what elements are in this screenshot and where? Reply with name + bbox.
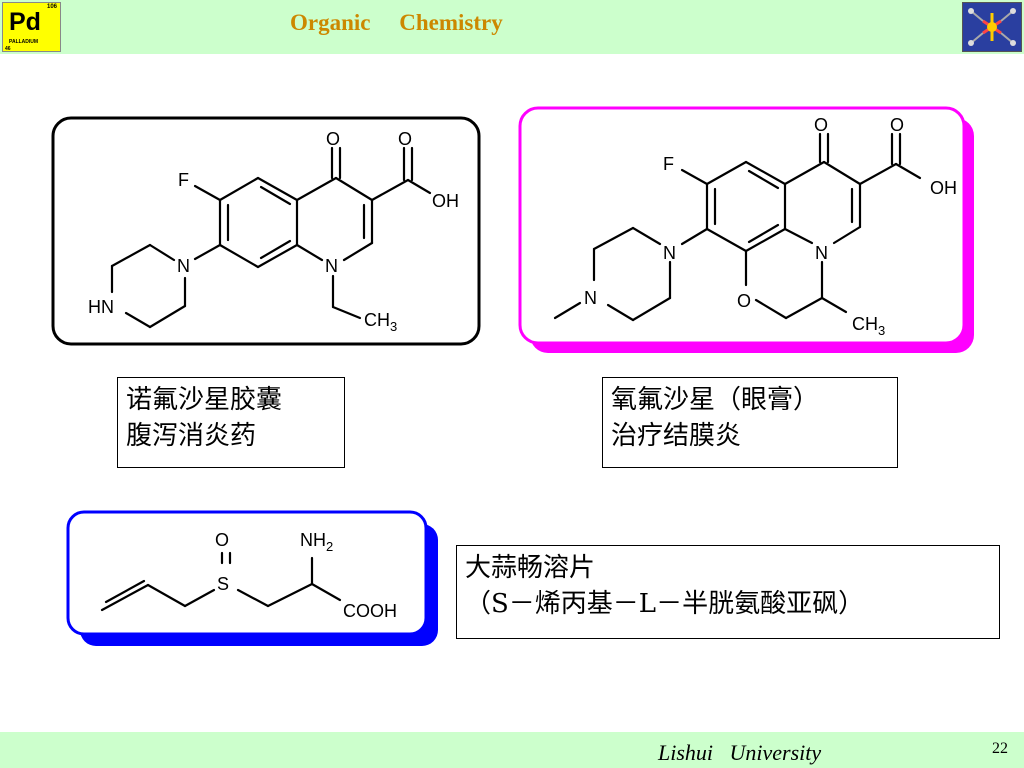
palladium-badge: 106 Pd PALLADIUM 46	[2, 2, 61, 52]
ofloxacin-structure	[553, 132, 922, 322]
norflox-label-o2: O	[398, 129, 412, 149]
norfloxacin-labels: O O OH F N N HN CH3	[88, 129, 459, 334]
footer-bar: Lishui University 22	[0, 732, 1024, 768]
norfloxacin-frame	[51, 116, 481, 346]
norflox-label-n-piperazine: N	[177, 256, 190, 276]
badge-symbol: Pd	[9, 8, 41, 36]
norflox-label-n-ring: N	[325, 256, 338, 276]
page-number: 22	[992, 740, 1008, 757]
alliin-structure	[100, 551, 342, 612]
oflox-label-n-piperazine: N	[663, 243, 676, 263]
norflox-label-oh: OH	[432, 191, 459, 211]
alliin-label-o: O	[215, 530, 229, 550]
alliin-label-cooh: COOH	[343, 601, 397, 621]
alliin-caption-line1: 大蒜畅溶片	[465, 553, 596, 583]
oflox-label-o1: O	[814, 115, 828, 135]
alliin-labels: O S NH2 COOH	[215, 530, 397, 621]
ofloxacin-frame	[518, 106, 966, 345]
norflox-label-o1: O	[326, 129, 340, 149]
oflox-label-o-ring: O	[737, 291, 751, 311]
norfloxacin-structure	[110, 146, 432, 329]
norflox-label-ch3: CH3	[364, 310, 397, 334]
oflox-label-n-ring: N	[815, 243, 828, 263]
alliin-caption: 大蒜畅溶片 （S－烯丙基－L－半胱氨酸亚砜）	[456, 545, 1000, 639]
molecule-canvas: O O OH F N N HN CH3	[51, 106, 974, 646]
norflox-label-f: F	[178, 170, 189, 190]
badge-atomic-number: 106	[46, 4, 57, 10]
norfloxacin-caption-line1: 诺氟沙星胶囊	[126, 385, 283, 415]
badge-name: PALLADIUM	[9, 39, 39, 45]
alliin-caption-line2: （S－烯丙基－L－半胱氨酸亚砜）	[465, 589, 865, 619]
ofloxacin-caption: 氧氟沙星（眼膏） 治疗结膜炎	[602, 377, 898, 468]
university-name: Lishui University	[658, 740, 822, 765]
header-bar: 106 Pd PALLADIUM 46 Organic Chemistry	[0, 0, 1024, 54]
badge-number-bottom: 46	[5, 46, 11, 52]
norflox-label-hn: HN	[88, 297, 114, 317]
molecule-logo-icon	[962, 2, 1022, 52]
ofloxacin-labels: O O OH F N N N O CH3	[584, 115, 957, 338]
norfloxacin-caption-line2: 腹泻消炎药	[126, 421, 257, 451]
oflox-label-oh: OH	[930, 178, 957, 198]
alliin-frame	[66, 510, 428, 636]
alliin-label-nh2: NH2	[300, 530, 333, 554]
ofloxacin-caption-line2: 治疗结膜炎	[611, 421, 742, 451]
oflox-label-n-methyl: N	[584, 288, 597, 308]
page-title: Organic Chemistry	[290, 10, 503, 35]
ofloxacin-caption-line1: 氧氟沙星（眼膏）	[611, 385, 820, 415]
oflox-label-o2: O	[890, 115, 904, 135]
alliin-label-s: S	[217, 574, 229, 594]
oflox-label-f: F	[663, 154, 674, 174]
oflox-label-ch3: CH3	[852, 314, 885, 338]
norfloxacin-caption: 诺氟沙星胶囊 腹泻消炎药	[117, 377, 345, 468]
